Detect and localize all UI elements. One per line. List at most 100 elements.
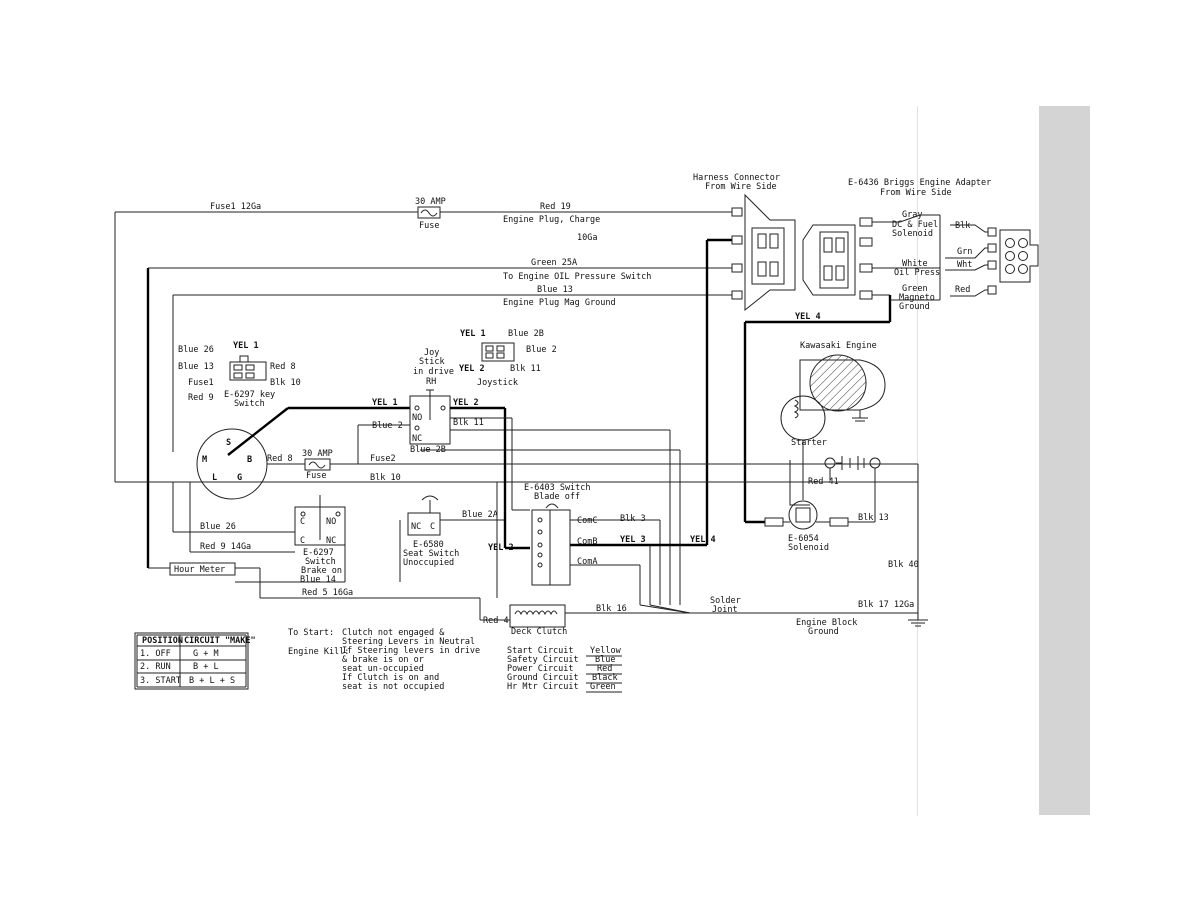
wire-label-blue2: Blue 2 <box>372 421 403 431</box>
joy-conn-yel1: YEL 1 <box>460 329 486 339</box>
table-header-circuit: CIRCUIT "MAKE" <box>184 636 256 646</box>
joy-rh-3: in drive <box>413 367 454 377</box>
kawasaki-engine <box>780 354 886 441</box>
wire-label-green25a: Green 25A <box>531 258 577 268</box>
ign-term-m: M <box>202 455 207 465</box>
wire-label-blue2a: Blue 2A <box>462 510 498 520</box>
harness-title: Harness Connector <box>693 173 780 183</box>
adapter-plug <box>890 214 1039 301</box>
table-header-position: POSITION <box>142 636 183 646</box>
deck-clutch <box>509 604 566 628</box>
seat-unoccupied: Unoccupied <box>403 558 454 568</box>
joy-conn-blk11: Blk 11 <box>510 364 541 374</box>
adapter-red: Red <box>955 285 970 295</box>
adapter-grn: Grn <box>957 247 972 257</box>
wire-label-yel4-top: YEL 4 <box>795 312 821 322</box>
fuse-top-rating: 30 AMP <box>415 197 446 207</box>
blade-label: Blade off <box>534 492 580 502</box>
ign-term-s: S <box>226 438 231 448</box>
starter-label: Starter <box>791 438 827 448</box>
wire-label-red19: Red 19 <box>540 202 571 212</box>
legend-ground-name: Ground Circuit <box>507 673 579 683</box>
joy-conn-yel2: YEL 2 <box>459 364 485 374</box>
adapter-gray: Gray <box>902 210 922 220</box>
wire-label-fuse1: Fuse1 12Ga <box>210 202 261 212</box>
legend-power-name: Power Circuit <box>507 664 574 674</box>
legend-safety-color: Blue <box>595 655 615 665</box>
blade-comc: ComC <box>577 516 597 526</box>
brake-nc: NC <box>326 536 336 546</box>
blade-comb: ComB <box>577 537 597 547</box>
key-switch-caption: E-6297 key <box>224 390 275 400</box>
wire-label-yel2b: YEL 2 <box>488 543 514 553</box>
position-table <box>134 632 249 690</box>
wire-label-blk3: Blk 3 <box>620 514 646 524</box>
legend-power-color: Red <box>597 664 612 674</box>
page-rule <box>917 106 918 816</box>
side-tab <box>1039 106 1090 815</box>
joy-conn-blue2: Blue 2 <box>526 345 557 355</box>
table-row-3-pos: 3. START <box>140 676 181 686</box>
note-start-1: Clutch not engaged & <box>342 628 445 638</box>
wire-label-oil-switch: To Engine OIL Pressure Switch <box>503 272 651 282</box>
wire-label-blk10: Blk 10 <box>370 473 401 483</box>
table-row-2-make: B + L <box>193 662 219 672</box>
wire-label-yel2: YEL 2 <box>453 398 479 408</box>
note-kill-5: seat is not occupied <box>342 682 444 692</box>
adapter-white: White <box>902 259 928 269</box>
blade-id: E-6403 Switch <box>524 483 591 493</box>
joy-conn-caption: Joystick <box>477 378 518 388</box>
fuse-mid <box>304 458 331 471</box>
wire-label-yel3: YEL 3 <box>620 535 646 545</box>
ign-term-g: G <box>237 473 242 483</box>
key-label-red8: Red 8 <box>270 362 296 372</box>
blk13-label: Blk 13 <box>858 513 889 523</box>
adapter-magneto: Magneto <box>899 293 935 303</box>
kawasaki-label: Kawasaki Engine <box>800 341 877 351</box>
brake-blue14: Blue 14 <box>300 575 336 585</box>
joy-no-label: NO <box>412 413 422 423</box>
note-kill-1: If Steering levers in drive <box>342 646 480 656</box>
legend-start-name: Start Circuit <box>507 646 574 656</box>
table-row-1-pos: 1. OFF <box>140 649 171 659</box>
brake-switch <box>294 495 346 546</box>
table-row-1-make: G + M <box>193 649 219 659</box>
joy-rh-2: Stick <box>419 357 445 367</box>
key-switch-caption-2: Switch <box>234 399 265 409</box>
solenoid-id: E-6054 <box>788 534 819 544</box>
key-label-blue26: Blue 26 <box>178 345 214 355</box>
legend-ground-color: Black <box>592 673 618 683</box>
joy-nc-label: NC <box>412 434 422 444</box>
joystick-connector <box>481 342 515 362</box>
wire-label-blue2b: Blue 2B <box>410 445 446 455</box>
seat-switch <box>407 495 441 536</box>
note-start-2: Steering Levers in Neutral <box>342 637 475 647</box>
wire-label-blk16: Blk 16 <box>596 604 627 614</box>
key-label-blk10: Blk 10 <box>270 378 301 388</box>
harness-subtitle: From Wire Side <box>705 182 777 192</box>
adapter-oil-press: Oil Press <box>894 268 940 278</box>
adapter-wht: Wht <box>957 260 972 270</box>
joy-conn-blue2b: Blue 2B <box>508 329 544 339</box>
wire-label-blk40: Blk 40 <box>888 560 919 570</box>
wire-label-blue26: Blue 26 <box>200 522 236 532</box>
note-kill-3: seat un-occupied <box>342 664 424 674</box>
blade-coma: ComA <box>577 557 597 567</box>
engine-ground-label: Ground <box>808 627 839 637</box>
joint-label: Joint <box>712 605 738 615</box>
brake-id: E-6297 <box>303 548 334 558</box>
wire-label-blk17: Blk 17 12Ga <box>858 600 914 610</box>
adapter-solenoid: Solenoid <box>892 229 933 239</box>
wire-label-red8: Red 8 <box>267 454 293 464</box>
seat-id: E-6580 <box>413 540 444 550</box>
note-start-label: To Start: <box>288 628 334 638</box>
adapter-dc-fuel: DC & Fuel <box>892 220 938 230</box>
wire-label-red9: Red 9 14Ga <box>200 542 251 552</box>
note-kill-4: If Clutch is on and <box>342 673 439 683</box>
seat-label: Seat Switch <box>403 549 459 559</box>
brake-c1: C <box>300 517 305 527</box>
adapter-green: Green <box>902 284 928 294</box>
seat-nc: NC <box>411 522 421 532</box>
deck-clutch-label: Deck Clutch <box>511 627 567 637</box>
